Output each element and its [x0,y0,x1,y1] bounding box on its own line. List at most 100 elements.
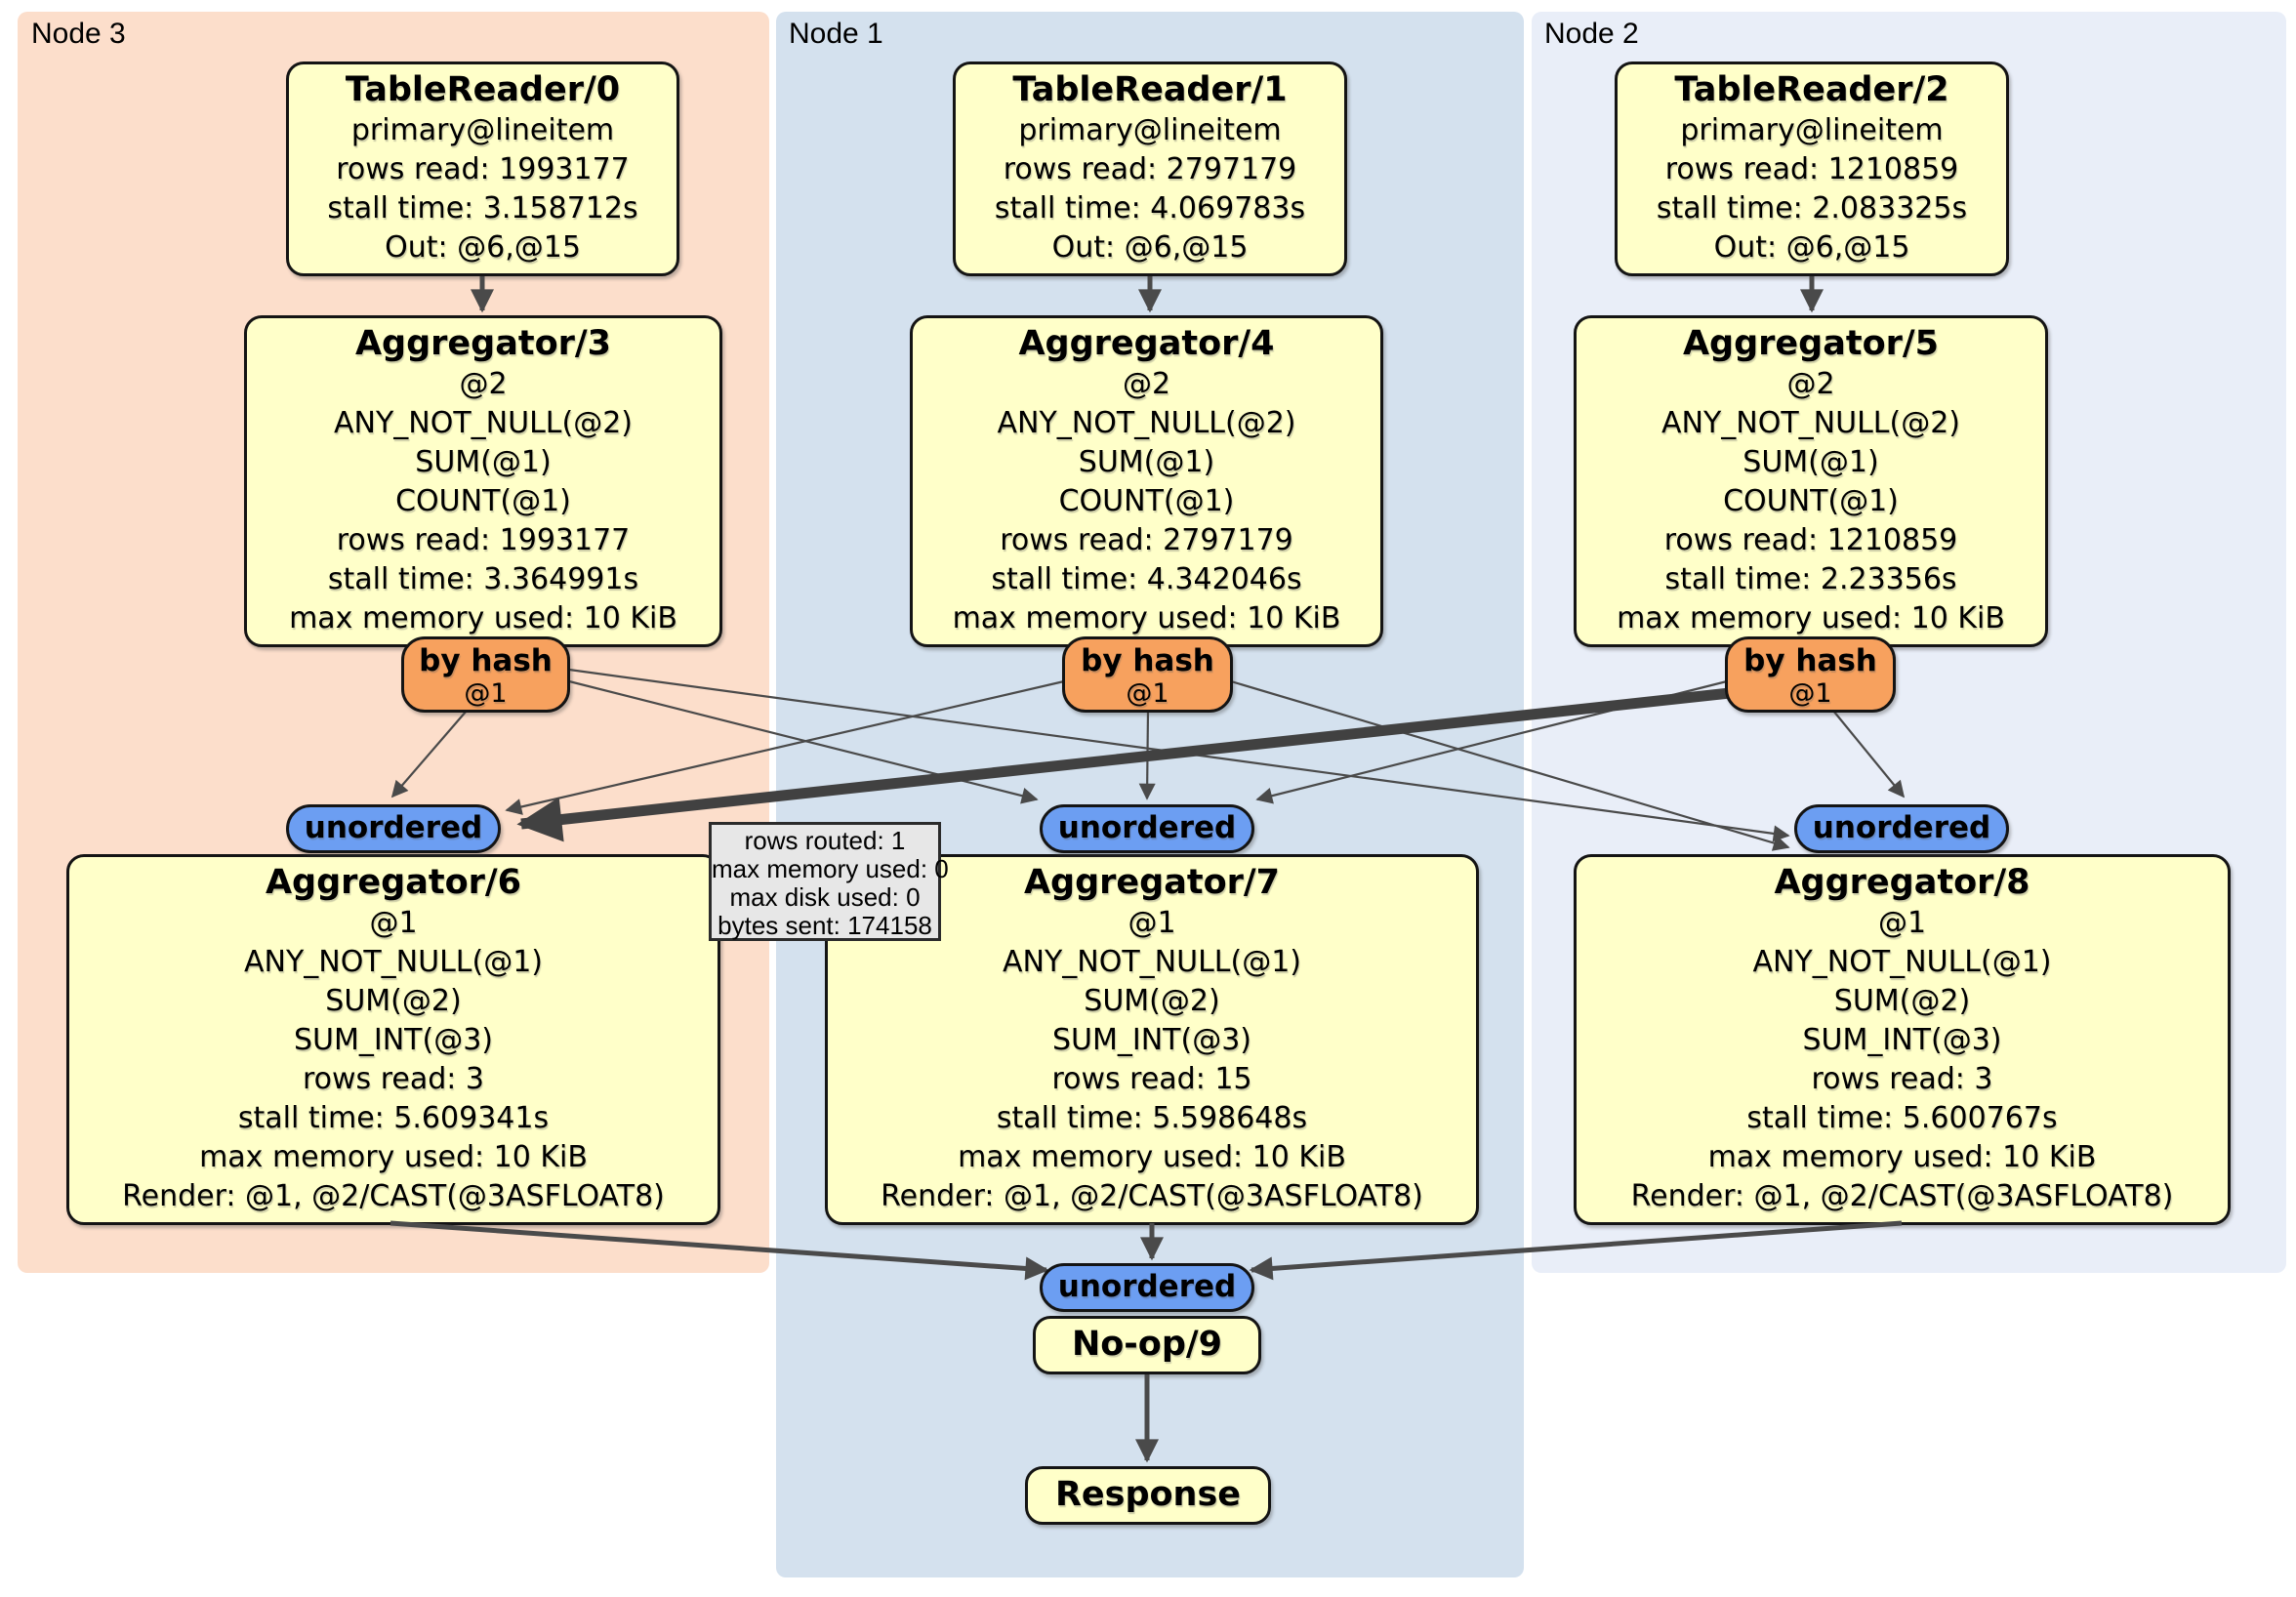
detail-line: ANY_NOT_NULL(@2) [997,406,1296,440]
detail-line: stall time: 5.598648s [996,1101,1308,1135]
detail-line: stall time: 2.23356s [1664,562,1957,596]
processor-title: TableReader/2 [1674,70,1949,109]
hash-router-key: @1 [464,678,508,709]
detail-line: @2 [459,367,508,401]
detail-line: stall time: 5.600767s [1746,1101,2058,1135]
detail-line: @1 [369,906,418,940]
detail-line: SUM(@1) [1078,445,1215,479]
detail-line: Out: @6,@15 [1713,230,1910,265]
detail-line: max memory used: 10 KiB [1617,601,2005,635]
panel-label-node3: Node 3 [31,18,126,50]
detail-line: stall time: 4.342046s [991,562,1302,596]
detail-line: rows read: 1210859 [1664,152,1959,186]
detail-line: max memory used: 0 [712,854,949,883]
processor-details: primary@lineitem rows read: 2797179 stall … [956,111,1344,267]
detail-line: max memory used: 10 KiB [199,1140,588,1174]
processor-title: Aggregator/8 [1774,863,2030,902]
detail-line: stall time: 3.364991s [327,562,639,596]
detail-line: COUNT(@1) [1723,484,1899,518]
processor-title: Aggregator/7 [1023,863,1281,902]
detail-line: ANY_NOT_NULL(@1) [1752,945,2052,979]
detail-line: max memory used: 10 KiB [1707,1140,2097,1174]
detail-line: stall time: 3.158712s [327,191,638,225]
detail-line: max memory used: 10 KiB [958,1140,1346,1174]
panel-label-node1: Node 1 [789,18,883,50]
unordered-router-node1: unordered [1040,804,1254,853]
detail-line: @1 [1128,906,1176,940]
processor-tablereader-1: TableReader/1 primary@lineitem rows read:… [953,61,1347,276]
processor-tablereader-0: TableReader/0 primary@lineitem rows read:… [286,61,679,276]
detail-line: SUM(@1) [1742,445,1879,479]
detail-line: rows read: 2797179 [1003,152,1297,186]
hash-router-node3: by hash @1 [401,636,570,713]
hash-router-key: @1 [1126,678,1169,709]
detail-line: Out: @6,@15 [1051,230,1249,265]
processor-title: No-op/9 [1071,1325,1223,1364]
detail-line: COUNT(@1) [395,484,571,518]
detail-line: SUM_INT(@3) [1802,1023,2002,1057]
detail-line: max memory used: 10 KiB [289,601,677,635]
detail-line: rows read: 3 [302,1062,485,1096]
detail-line: primary@lineitem [1018,113,1282,147]
detail-line: Render: @1, @2/CAST(@3ASFLOAT8) [881,1179,1423,1213]
hash-router-label: by hash [419,643,553,678]
processor-response: Response [1025,1466,1271,1525]
detail-line: ANY_NOT_NULL(@1) [244,945,543,979]
processor-title: Aggregator/5 [1682,324,1940,363]
detail-line: rows routed: 1 [744,826,906,855]
detail-line: rows read: 2797179 [1000,523,1293,557]
processor-details: primary@lineitem rows read: 1993177 stall … [289,111,676,267]
processor-title: Aggregator/3 [354,324,612,363]
detail-line: rows read: 1993177 [336,523,631,557]
detail-line: SUM_INT(@3) [1052,1023,1251,1057]
unordered-router-node3: unordered [286,804,501,853]
detail-line: bytes sent: 174158 [718,911,932,940]
detail-line: SUM(@1) [415,445,552,479]
detail-line: stall time: 4.069783s [994,191,1306,225]
detail-line: Render: @1, @2/CAST(@3ASFLOAT8) [122,1179,665,1213]
hash-router-label: by hash [1081,643,1214,678]
panel-label-node2: Node 2 [1544,18,1639,50]
detail-line: @2 [1786,367,1835,401]
detail-line: SUM(@2) [1084,984,1220,1018]
detail-line: COUNT(@1) [1058,484,1235,518]
detail-line: rows read: 15 [1051,1062,1252,1096]
processor-title: Aggregator/4 [1018,324,1275,363]
unordered-router-node2: unordered [1794,804,2009,853]
processor-title: Response [1054,1475,1242,1514]
detail-line: rows read: 3 [1811,1062,1993,1096]
detail-line: rows read: 1993177 [336,152,630,186]
detail-line: ANY_NOT_NULL(@2) [334,406,633,440]
detail-line: @2 [1122,367,1171,401]
detail-line: ANY_NOT_NULL(@1) [1003,945,1301,979]
processor-title: Aggregator/6 [265,863,522,902]
detail-line: primary@lineitem [350,113,615,147]
detail-line: @1 [1877,906,1927,940]
hash-router-label: by hash [1743,643,1877,678]
processor-title: TableReader/0 [345,70,621,109]
detail-line: primary@lineitem [1680,113,1944,147]
hash-router-key: @1 [1788,678,1832,709]
detail-line: Out: @6,@15 [385,230,581,265]
processor-noop-9: No-op/9 [1033,1316,1261,1374]
processor-tablereader-2: TableReader/2 primary@lineitem rows read:… [1615,61,2009,276]
detail-line: max memory used: 10 KiB [952,601,1341,635]
detail-line: ANY_NOT_NULL(@2) [1661,406,1960,440]
hash-router-node1: by hash @1 [1062,636,1233,713]
detail-line: SUM_INT(@3) [294,1023,493,1057]
processor-title: TableReader/1 [1012,70,1288,109]
detail-line: SUM(@2) [1833,984,1971,1018]
